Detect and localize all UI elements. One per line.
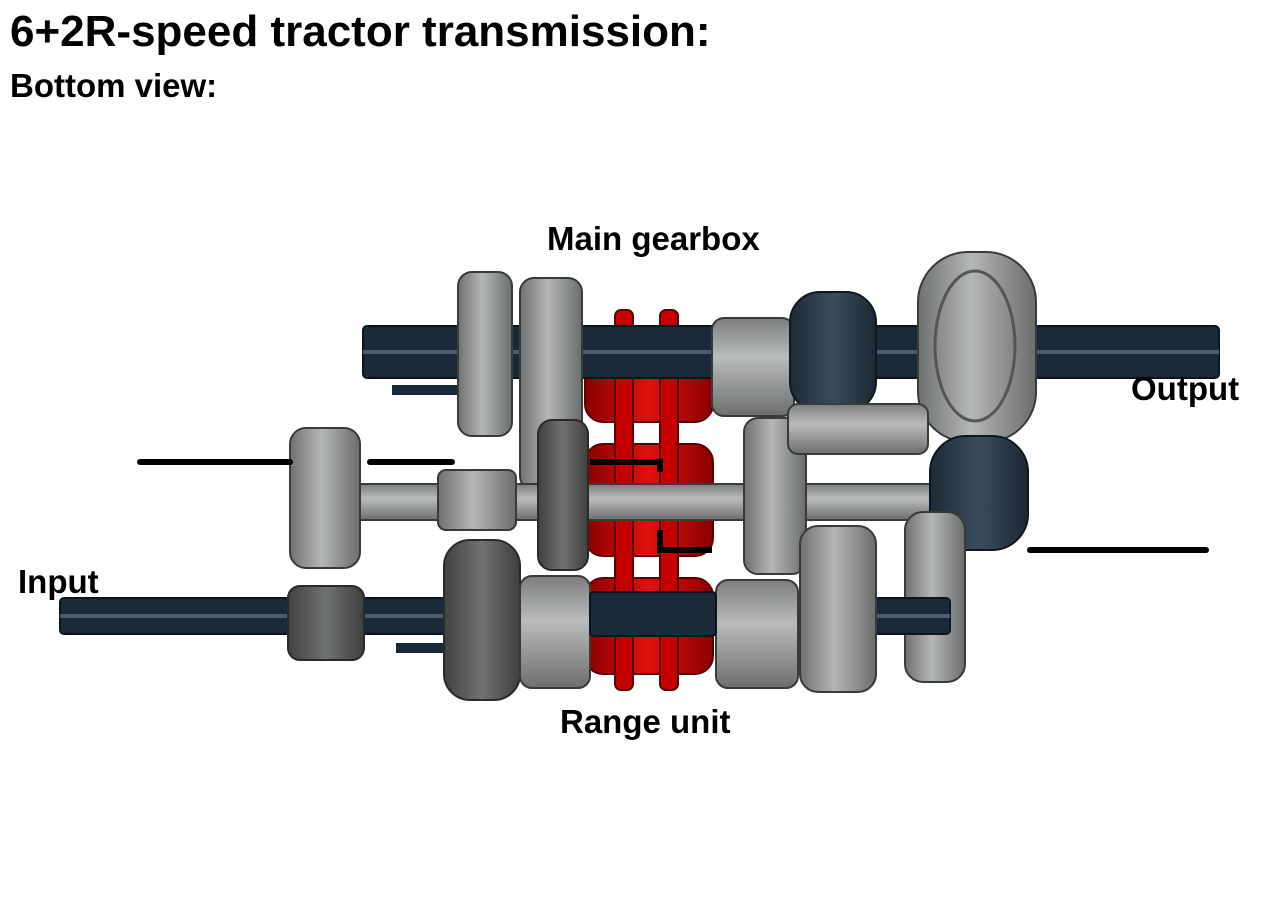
middle-axle: [339, 483, 961, 521]
input-gear: [287, 585, 365, 661]
label-output: Output: [1131, 370, 1240, 407]
range-gear-dark: [443, 539, 521, 701]
label-range-unit: Range unit: [560, 703, 731, 740]
top-gear-1: [457, 271, 513, 437]
pointer-lines: [137, 459, 1209, 553]
middle-bushing: [787, 403, 929, 455]
range-gear-right: [799, 525, 877, 693]
middle-gear-dark: [537, 419, 589, 571]
middle-coupler: [437, 469, 517, 531]
range-bushing-right: [715, 579, 799, 689]
middle-gear-left: [289, 427, 361, 569]
top-gear-navy: [789, 291, 877, 413]
label-input: Input: [18, 563, 99, 600]
range-bushing-left: [519, 575, 591, 689]
page-title: 6+2R-speed tractor transmission:: [10, 7, 711, 56]
top-bushing: [711, 317, 795, 417]
bottom-shaft: [59, 525, 951, 701]
middle-shaft: [289, 403, 1029, 683]
pointer-line-center: [590, 459, 663, 472]
label-main-gearbox: Main gearbox: [547, 220, 760, 257]
middle-gear-right: [743, 417, 807, 575]
page-subtitle: Bottom view:: [10, 67, 218, 104]
pointer-line-center-lower: [657, 530, 712, 553]
